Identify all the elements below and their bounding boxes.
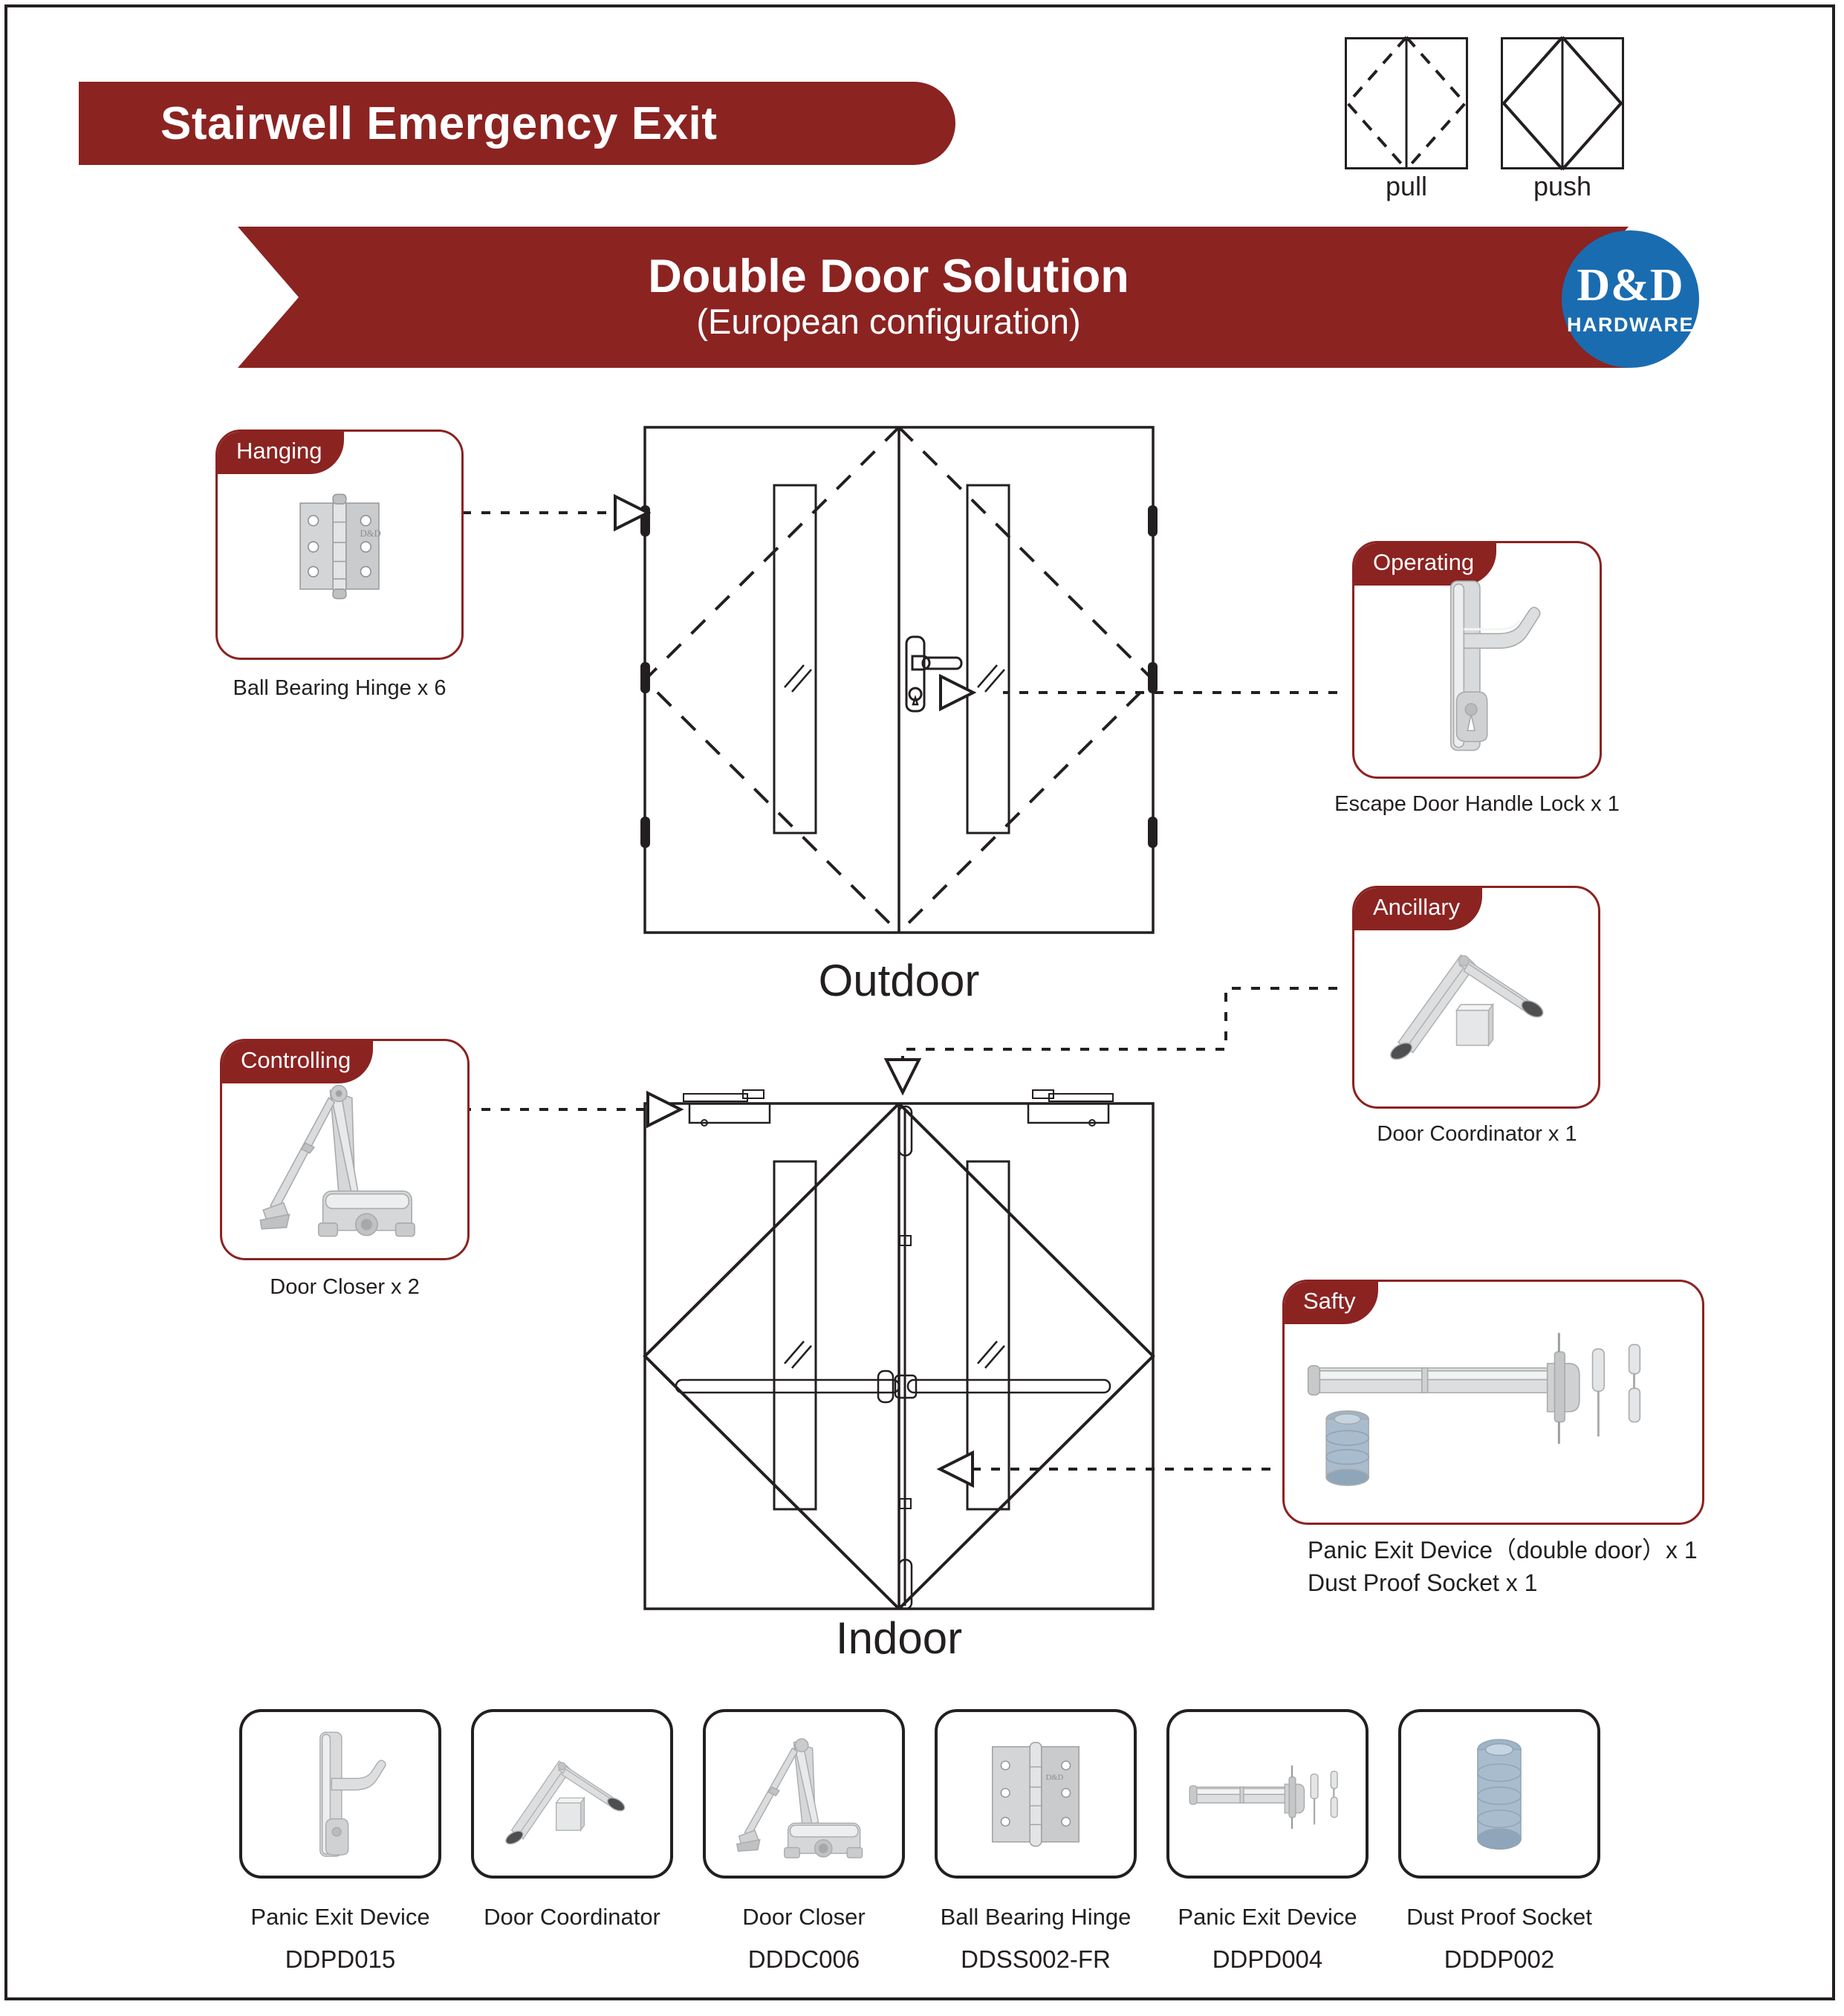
panic-exit-device-icon bbox=[1307, 1332, 1641, 1486]
dust-proof-socket-icon bbox=[1477, 1739, 1522, 1850]
callout-tab-ancillary: Ancillary bbox=[1354, 888, 1483, 930]
product-card-0[interactable] bbox=[239, 1709, 441, 1879]
ball-bearing-hinge-icon: D&D bbox=[992, 1742, 1080, 1847]
product-card-3[interactable]: D&D bbox=[935, 1709, 1137, 1879]
panic-bar-icon bbox=[1189, 1765, 1338, 1829]
callout-caption-ancillary: Door Coordinator x 1 bbox=[1377, 1122, 1577, 1146]
push-swing-lines bbox=[1502, 36, 1623, 171]
callout-caption-safty-line2: Dust Proof Socket x 1 bbox=[1308, 1569, 1538, 1597]
svg-text:D&D: D&D bbox=[1046, 1773, 1064, 1782]
product-name-1: Door Coordinator bbox=[484, 1904, 660, 1930]
callout-caption-safty-line1: Panic Exit Device（double door）x 1 bbox=[1308, 1537, 1698, 1563]
callout-caption-hanging: Ball Bearing Hinge x 6 bbox=[233, 676, 447, 700]
door-coordinator-icon bbox=[1389, 954, 1544, 1060]
pull-swing-lines bbox=[1345, 36, 1467, 171]
product-name-3: Ball Bearing Hinge bbox=[940, 1904, 1132, 1930]
callout-controlling[interactable]: Controlling bbox=[220, 1039, 470, 1260]
product-name-2: Door Closer bbox=[742, 1904, 866, 1930]
escape-door-handle-lock-icon bbox=[1449, 580, 1541, 751]
product-code-0: DDPD015 bbox=[285, 1945, 396, 1973]
pull-push-legend: pull push bbox=[1345, 30, 1657, 208]
product-code-5: DDDP002 bbox=[1444, 1945, 1555, 1973]
callout-hanging[interactable]: Hanging D&D bbox=[215, 430, 464, 660]
page-title-banner: Stairwell Emergency Exit bbox=[79, 82, 955, 165]
solution-banner: Double Door Solution (European configura… bbox=[238, 227, 1629, 368]
indoor-door-diagram bbox=[643, 1089, 1155, 1610]
product-code-2: DDDC006 bbox=[747, 1945, 860, 1973]
product-name-0: Panic Exit Device bbox=[250, 1904, 430, 1930]
product-card-1[interactable] bbox=[471, 1709, 673, 1879]
brand-logo-mark: D&D bbox=[1577, 259, 1684, 311]
door-closer-icon bbox=[259, 1084, 415, 1237]
outdoor-door-diagram bbox=[640, 426, 1158, 934]
outdoor-view-label: Outdoor bbox=[818, 956, 980, 1005]
product-card-2[interactable] bbox=[703, 1709, 905, 1879]
callout-tab-safty: Safty bbox=[1285, 1282, 1378, 1324]
door-closer-symbol-left bbox=[683, 1089, 771, 1127]
banner-title: Double Door Solution bbox=[648, 250, 1129, 302]
svg-text:D&D: D&D bbox=[360, 528, 380, 539]
product-name-5: Dust Proof Socket bbox=[1406, 1904, 1592, 1930]
product-code-4: DDPD004 bbox=[1212, 1945, 1323, 1973]
ribbon-shape bbox=[238, 227, 1629, 368]
callout-operating[interactable]: Operating bbox=[1352, 541, 1602, 779]
panic-exit-device-handle-icon bbox=[319, 1731, 386, 1857]
callout-tab-hanging: Hanging bbox=[218, 432, 345, 474]
callout-caption-safty: Panic Exit Device（double door）x 1 Dust P… bbox=[1282, 1534, 1728, 1599]
callout-caption-controlling: Door Closer x 2 bbox=[270, 1275, 420, 1299]
leader-lines bbox=[462, 493, 1337, 1488]
indoor-view-label: Indoor bbox=[835, 1613, 963, 1663]
product-name-4: Panic Exit Device bbox=[1178, 1904, 1357, 1930]
page-title: Stairwell Emergency Exit bbox=[160, 97, 718, 149]
sheet-border: Stairwell Emergency Exit pull push Doubl… bbox=[4, 4, 1835, 2000]
product-code-3: DDSS002-FR bbox=[961, 1945, 1111, 1973]
vertical-rod-symbol bbox=[897, 1105, 913, 1610]
callout-safty[interactable]: Safty bbox=[1282, 1280, 1704, 1525]
door-closer-symbol-right bbox=[1027, 1089, 1114, 1127]
product-card-5[interactable] bbox=[1398, 1709, 1600, 1879]
banner-subtitle: (European configuration) bbox=[696, 302, 1081, 342]
callout-caption-operating: Escape Door Handle Lock x 1 bbox=[1334, 792, 1620, 816]
callout-ancillary[interactable]: Ancillary bbox=[1352, 886, 1600, 1109]
door-closer-icon bbox=[736, 1738, 863, 1858]
panic-bar-symbol bbox=[675, 1370, 1111, 1404]
ball-bearing-hinge-icon: D&D bbox=[299, 493, 381, 600]
brand-logo-subtitle: HARDWARE bbox=[1567, 313, 1694, 336]
product-card-4[interactable] bbox=[1166, 1709, 1369, 1879]
door-coordinator-icon bbox=[505, 1760, 626, 1845]
callout-tab-operating: Operating bbox=[1354, 543, 1497, 586]
push-label: push bbox=[1533, 171, 1592, 201]
door-handle-lock-symbol bbox=[905, 635, 963, 713]
brand-logo: D&D HARDWARE bbox=[1562, 230, 1699, 368]
callout-tab-controlling: Controlling bbox=[222, 1041, 374, 1083]
pull-label: pull bbox=[1385, 171, 1428, 201]
